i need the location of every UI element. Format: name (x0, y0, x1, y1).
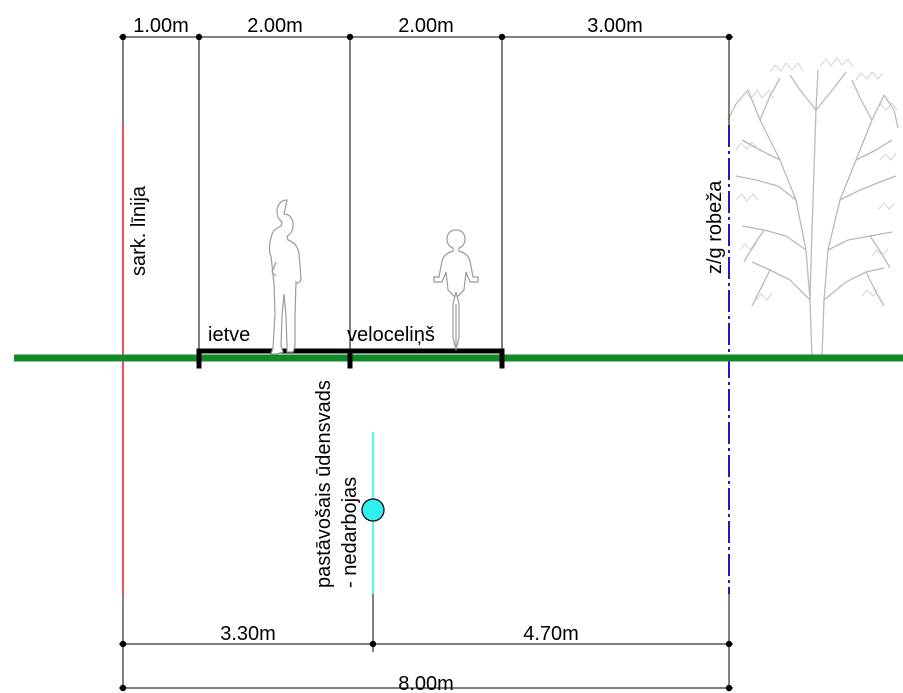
tree-foliage (735, 57, 898, 301)
paved-surface (196, 348, 505, 369)
pipe-section-marker (361, 498, 385, 522)
bike-path-label: veloceliņš (347, 324, 435, 346)
sidewalk-label: ietve (208, 324, 250, 346)
bottom-dimension-line (119, 640, 733, 648)
total-dimension-line (119, 684, 733, 692)
dim-top-3: 2.00m (398, 15, 454, 37)
dim-top-4: 3.00m (587, 15, 643, 37)
tree-illustration (727, 69, 899, 359)
top-extension-lines (122, 37, 730, 350)
top-dimension-line (119, 33, 733, 41)
boundary-label: z/g robeža (704, 180, 726, 274)
cyclist-icon (433, 229, 479, 351)
pipe-label-line1: pastāvošais ūdensvads (313, 380, 335, 588)
dim-bottom-1: 3.30m (220, 623, 276, 645)
pedestrian-icon (268, 199, 302, 355)
dim-top-1: 1.00m (133, 15, 189, 37)
red-line-label: sark. līnija (128, 185, 150, 276)
dim-total: 8.00m (398, 673, 454, 693)
dim-bottom-2: 4.70m (523, 623, 579, 645)
pipe-label-line2: - nedarbojas (339, 477, 361, 588)
dim-top-2: 2.00m (247, 15, 303, 37)
